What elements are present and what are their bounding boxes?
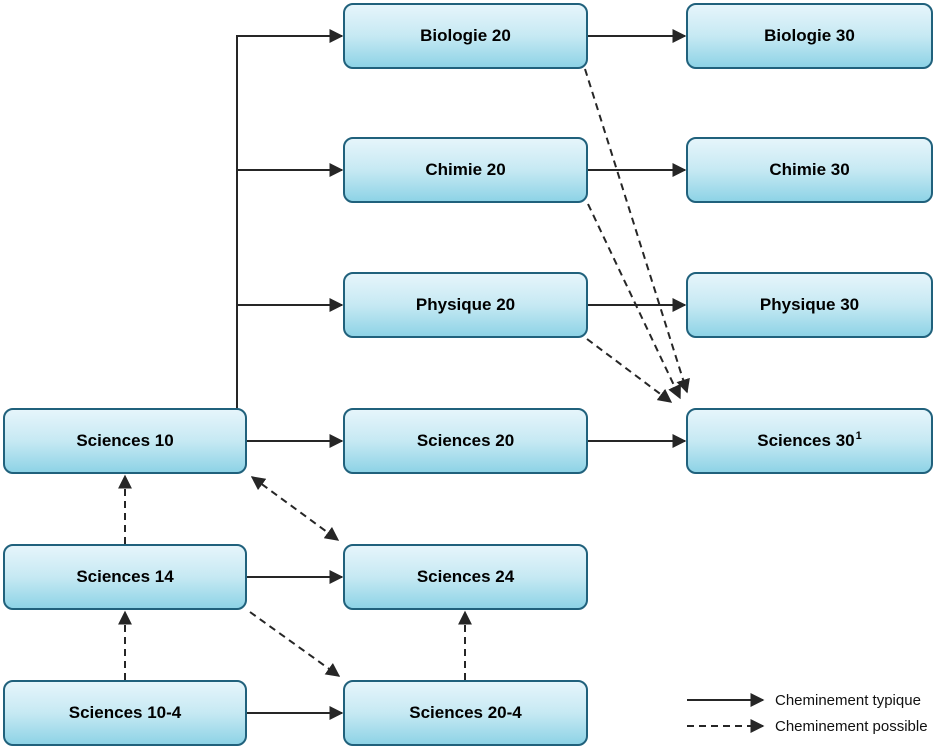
node-biologie-20: Biologie 20 [343,3,588,69]
node-sciences-14: Sciences 14 [3,544,247,610]
arrow-sciences10-biologie20 [236,29,344,408]
legend: Cheminement typique Cheminement possible [686,687,928,739]
node-label: Sciences 10-4 [68,703,182,722]
node-label: Chimie 30 [769,160,850,179]
legend-row-possible: Cheminement possible [686,713,928,739]
node-label: Sciences 24 [416,567,515,586]
node-label: Sciences 301 [757,430,862,450]
solid-arrow-icon [687,693,765,707]
arrow-biologie20-sciences30 [584,68,690,394]
node-sciences-20-4: Sciences 20-4 [343,680,588,746]
footnote-marker: 1 [855,430,862,443]
node-physique-30: Physique 30 [686,272,933,338]
legend-label-typical: Cheminement typique [775,691,921,709]
node-sciences-30: Sciences 301 [686,408,933,474]
node-label: Physique 20 [415,295,516,314]
legend-label-possible: Cheminement possible [775,717,928,735]
arrow-sciences14-sciences20-4 [249,611,341,677]
node-biologie-30: Biologie 30 [686,3,933,69]
node-label: Sciences 20 [416,431,515,450]
node-label: Sciences 10 [76,431,174,450]
node-sciences-10: Sciences 10 [3,408,247,474]
node-label: Chimie 20 [425,160,506,179]
legend-row-typical: Cheminement typique [686,687,928,713]
node-label: Biologie 30 [764,26,855,45]
node-sciences-20: Sciences 20 [343,408,588,474]
node-sciences-24: Sciences 24 [343,544,588,610]
arrow-sciences10-sciences24-bidirectional [250,476,340,541]
node-physique-20: Physique 20 [343,272,588,338]
node-label: Sciences 20-4 [409,703,522,722]
node-label: Physique 30 [759,295,860,314]
dashed-arrow-icon [687,719,765,733]
node-chimie-20: Chimie 20 [343,137,588,203]
node-label: Sciences 14 [76,567,174,586]
arrow-physique20-sciences30 [586,338,673,403]
node-chimie-30: Chimie 30 [686,137,933,203]
arrow-chimie20-sciences30 [587,203,681,400]
node-label: Biologie 20 [420,26,511,45]
node-sciences-10-4: Sciences 10-4 [3,680,247,746]
